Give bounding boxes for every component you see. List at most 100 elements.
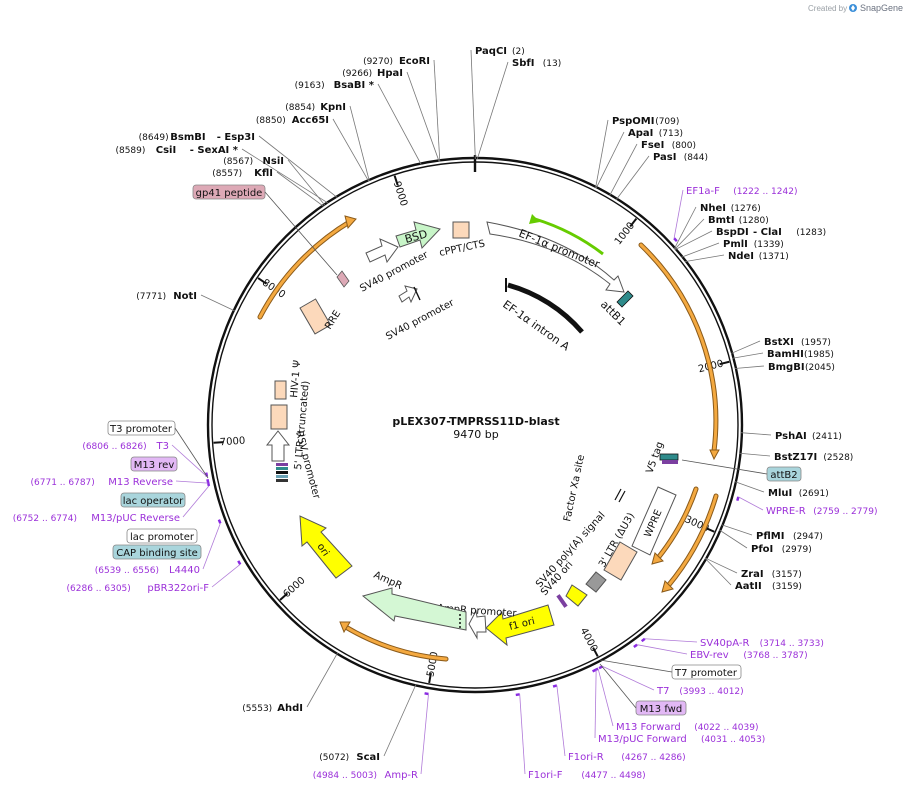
ef1a-intron-label: EF-1α intron A [500,298,572,354]
hiv-psi-box [274,380,287,400]
ef1a-green-arrowhead [529,214,540,224]
primer-line [519,694,526,775]
lac-promoter-box-label: lac promoter [126,528,198,544]
enzyme-line [705,557,738,574]
svg-text:(6806 .. 6826): (6806 .. 6826) [82,442,146,452]
primer-mark [592,668,597,673]
t7-promoter-box-label: T7 promoter [671,664,742,680]
svg-text:(3993 .. 4012): (3993 .. 4012) [679,687,743,697]
svg-text:BsmBI: BsmBI [170,132,205,143]
sv40-promoter-label-2: SV40 promoter [384,297,457,343]
lac-operator-box-label: lac operator [120,492,186,508]
ef1a-green-arc [534,217,604,256]
primer-line [594,669,597,739]
enzyme-line [332,118,369,182]
enzyme-line [287,159,326,206]
svg-text:(1222 .. 1242): (1222 .. 1242) [733,187,797,197]
m13-rev-box-label: M13 rev [130,456,178,472]
enzyme-line [732,352,764,359]
tick-mark [592,647,599,657]
enzyme-line [740,432,772,436]
gp41-marker [336,270,350,288]
svg-text:(4022 .. 4039): (4022 .. 4039) [694,723,758,733]
enzyme-label: PspOMI(709) [612,116,679,127]
tick-label: 1000 [613,220,637,247]
svg-text:T7 promoter: T7 promoter [674,668,738,679]
svg-text:(3714 .. 3733): (3714 .. 3733) [760,639,824,649]
svg-text:(1985): (1985) [804,350,834,360]
enzyme-labels: PaqCI(2)SbfI(13)PspOMI(709)ApaI(713)FseI… [115,46,853,763]
arc-arrowheads [339,215,720,634]
factor-xa-marker [614,488,626,503]
tick-mark [393,175,399,186]
enzyme-label: NheI(1276) [700,203,761,214]
tick-mark [279,592,289,601]
sv40-ori-box [565,584,588,607]
primer-label: M13/pUC Reverse(6752 .. 6774) [13,513,180,524]
primer-line [738,496,764,511]
svg-text:F1ori-F: F1ori-F [528,770,563,781]
primer-line [597,668,614,727]
ampr-label: AmpR [372,570,404,592]
plasmid-name: pLEX307-TMPRSS11D-blast [392,415,559,428]
ltr-small-marks [276,463,288,482]
enzyme-label: KpnI(8854) [285,102,346,113]
svg-text:T3 promoter: T3 promoter [109,424,173,435]
enzyme-line [200,294,235,312]
svg-text:(8589): (8589) [115,146,145,156]
cppt-box [452,221,470,239]
enzyme-label: AhdI(5553) [242,703,303,714]
ori-arrow [299,515,353,579]
enzyme-label: EcoRI(9270) [363,56,430,67]
orange-feature-arcs [257,218,719,662]
primer-line [211,564,241,588]
primer-label: F1ori-R(4267 .. 4286) [568,752,686,763]
tick-label: 6000 [281,575,307,600]
primer-line [171,444,208,477]
enzyme-line [673,206,697,249]
svg-text:(2045): (2045) [805,363,835,373]
svg-text:(1339): (1339) [754,240,784,250]
svg-text:PflMI: PflMI [756,531,784,542]
svg-text:M13 rev: M13 rev [134,460,175,471]
attb1-marker [616,290,634,308]
enzyme-connector-lines [200,49,772,757]
svg-text:(13): (13) [543,59,561,69]
enzyme-line [684,254,725,263]
svg-text:BstZ17I: BstZ17I [774,452,817,463]
arc-left-8000 [257,218,354,320]
enzyme-line [383,684,417,757]
svg-text:M13 Forward: M13 Forward [616,722,681,733]
enzyme-line [739,452,771,457]
svg-text:M13/pUC Forward: M13/pUC Forward [598,734,687,745]
enzyme-line [433,59,441,162]
primer-label: EBV-rev(3768 .. 3787) [690,650,808,661]
svg-text:KflI: KflI [254,168,273,179]
factor-xa-label: Factor Xa site [562,454,587,523]
enzyme-label: - SexAI *CsiI(8589) [115,145,238,156]
enzyme-label: KflI(8557) [212,168,273,179]
svg-text:gp41 peptide: gp41 peptide [196,188,263,199]
primer-label: M13/pUC Forward(4031 .. 4053) [598,734,765,745]
svg-text:(9266): (9266) [342,69,372,79]
svg-text:(1283): (1283) [796,228,826,238]
svg-text:(8850): (8850) [256,116,286,126]
enzyme-line [681,242,720,258]
tick-label: 7000 [220,436,246,449]
svg-text:(4267 .. 4286): (4267 .. 4286) [621,753,685,763]
f1-ori-arrow [485,604,555,647]
enzyme-label: MluI(2691) [768,488,829,499]
svg-text:WPRE-R: WPRE-R [766,506,806,517]
svg-text:EcoRI: EcoRI [399,56,430,67]
primer-mark [673,237,678,243]
enzyme-label: BmtI(1280) [708,215,769,226]
svg-text:(6771 .. 6787): (6771 .. 6787) [31,478,95,488]
tick-label: 9000 [391,180,409,208]
sv40-promoter-arrow-2 [398,285,418,304]
svg-text:ApaI: ApaI [628,128,653,139]
primer-label: Amp-R(4984 .. 5003) [313,770,418,781]
watermark-text: Created by [808,4,847,13]
svg-text:(713): (713) [659,129,683,139]
svg-text:ZraI: ZraI [741,569,764,580]
